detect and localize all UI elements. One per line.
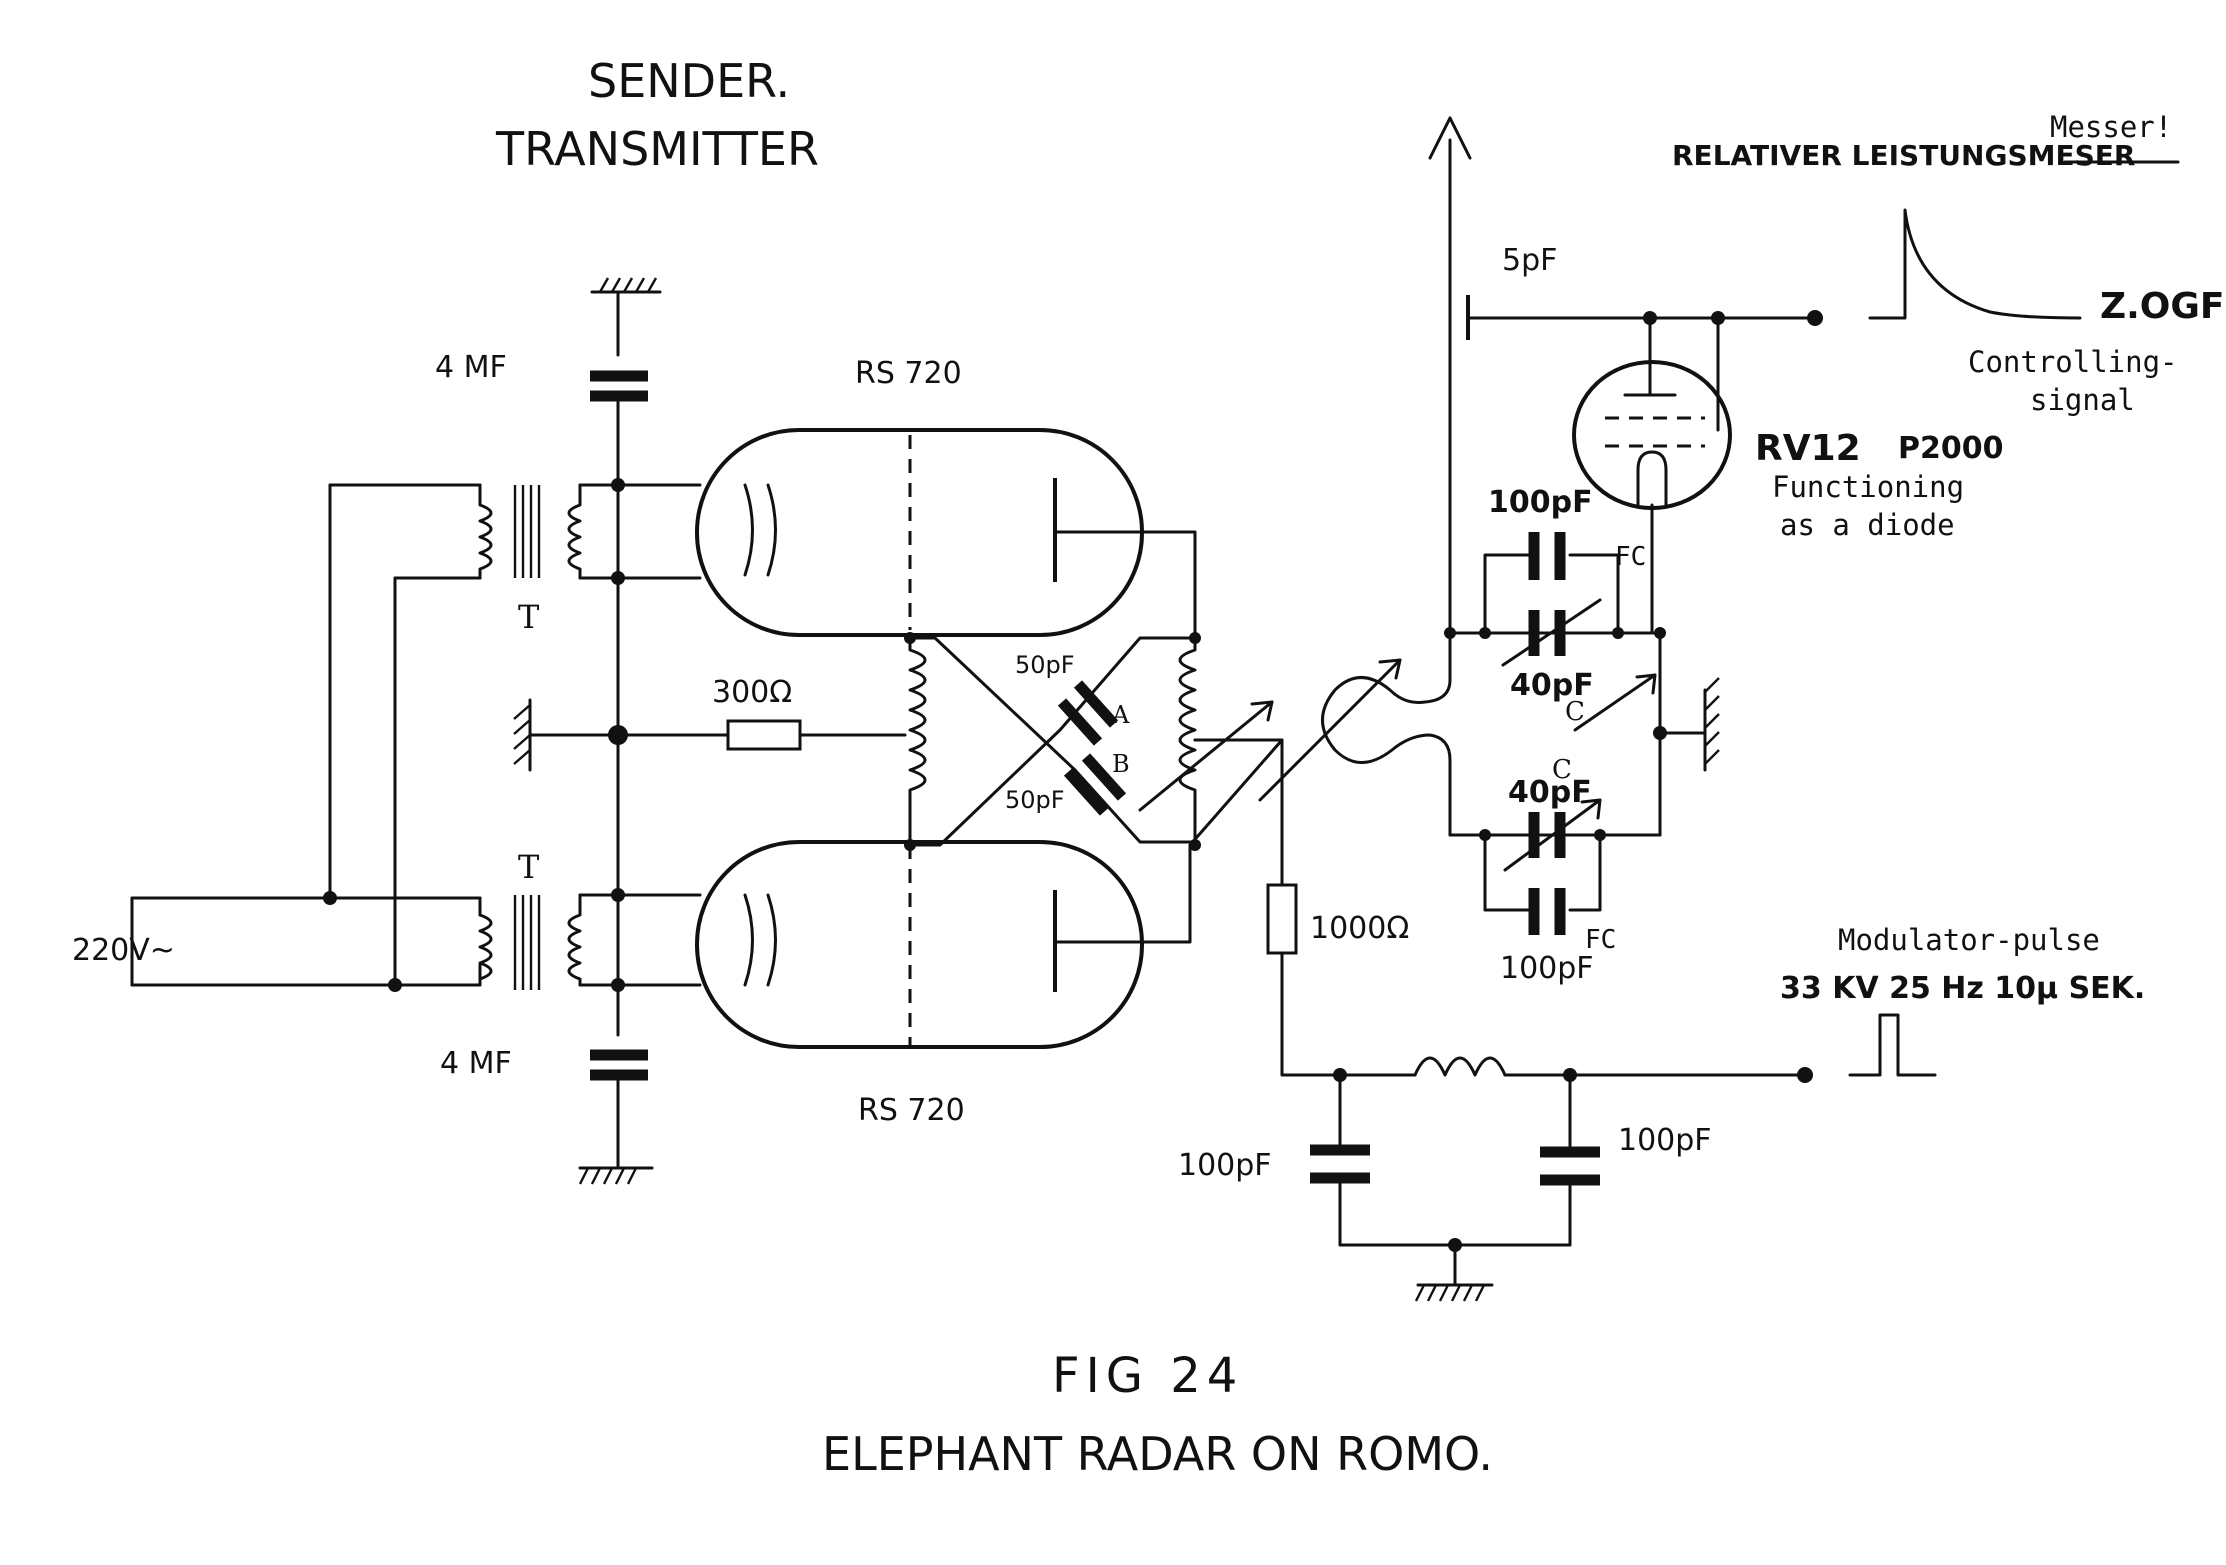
label-resistor-300: 300Ω xyxy=(712,675,792,710)
ground-icon xyxy=(578,1128,654,1185)
filament-bus xyxy=(513,318,907,1132)
label-cap-100pf-filter-right: 100pF xyxy=(1618,1123,1712,1158)
ground-icon xyxy=(590,277,662,322)
label-tube-bottom: RS 720 xyxy=(858,1093,965,1128)
label-modulator-note: Modulator-pulse xyxy=(1838,923,2100,957)
inductor-icon xyxy=(1413,1056,1507,1077)
resistor-icon xyxy=(1266,883,1298,955)
variable-capacitor-icon xyxy=(1501,598,1602,667)
title-sender: SENDER. xyxy=(588,54,790,108)
label-cap-100pf-bottom: 100pF xyxy=(1500,951,1594,986)
label-cap-100pf-top: 100pF xyxy=(1488,485,1593,520)
label-controlling-2: signal xyxy=(2030,383,2135,417)
label-cap-40pf-bottom: 40pF xyxy=(1508,775,1592,810)
figure-caption: ELEPHANT RADAR ON ROMO. xyxy=(822,1427,1493,1481)
triode-tube-icon xyxy=(695,840,1144,1049)
triode-tube-icon xyxy=(1572,316,1732,510)
resistor-icon xyxy=(726,719,802,751)
label-4mf-top: 4 MF xyxy=(435,350,507,385)
supply-network xyxy=(130,483,482,992)
label-cap-40pf-top: 40pF xyxy=(1510,668,1594,703)
capacitor-icon xyxy=(1310,1144,1370,1184)
label-modulator-spec: 33 KV 25 Hz 10µ SEK. xyxy=(1780,971,2145,1006)
label-p2000: P2000 xyxy=(1898,431,2003,466)
capacitor-icon xyxy=(1540,1146,1600,1186)
control-signal-waveform xyxy=(1868,208,2082,320)
label-tube-top: RS 720 xyxy=(855,356,962,391)
label-4mf-bottom: 4 MF xyxy=(440,1046,512,1081)
label-diode-note-2: as a diode xyxy=(1780,508,1955,542)
label-mark-a: A xyxy=(1111,701,1130,729)
label-zogf: Z.OGF xyxy=(2100,286,2225,327)
title-transmitter: TRANSMITTER xyxy=(495,122,819,176)
transformer-top xyxy=(478,483,582,580)
label-power-meter: RELATIVER LEISTUNGSMESER xyxy=(1672,139,2135,172)
label-mark-b: B xyxy=(1112,750,1130,778)
label-rv12: RV12 xyxy=(1755,428,1861,469)
label-fc-top: FC xyxy=(1615,542,1646,572)
figure-number: FIG 24 xyxy=(1052,1348,1243,1404)
label-cap-50pf-a: 50pF xyxy=(1015,651,1075,679)
modulator-pulse-waveform xyxy=(1848,1013,1937,1077)
capacitor-icon xyxy=(1528,532,1566,580)
variable-capacitor-icon xyxy=(1503,798,1602,872)
label-cap-5pf: 5pF xyxy=(1502,243,1557,278)
label-transformer-top: T xyxy=(518,598,540,636)
capacitor-icon xyxy=(590,1049,648,1081)
label-cap-100pf-filter-left: 100pF xyxy=(1178,1148,1272,1183)
label-supply: 220V~ xyxy=(72,933,175,968)
ground-icon xyxy=(1414,1243,1494,1302)
capacitor-icon xyxy=(590,370,648,402)
label-controlling-1: Controlling- xyxy=(1968,345,2178,379)
label-cap-50pf-b: 50pF xyxy=(1005,786,1065,814)
label-fc-bottom: FC xyxy=(1585,925,1616,955)
capacitor-icon xyxy=(1057,680,1119,746)
label-transformer-bottom: T xyxy=(518,848,540,886)
label-mark-c-bottom: C xyxy=(1552,755,1572,785)
transformer-bottom xyxy=(478,893,582,990)
label-diode-note-1: Functioning xyxy=(1772,470,1964,504)
inductor-icon xyxy=(904,632,927,851)
label-resistor-1000: 1000Ω xyxy=(1310,911,1409,946)
label-mark-c-top: C xyxy=(1565,697,1585,727)
capacitor-icon xyxy=(1063,753,1127,816)
label-messer-note: Messer! xyxy=(2050,110,2172,144)
capacitor-icon xyxy=(1528,888,1566,935)
